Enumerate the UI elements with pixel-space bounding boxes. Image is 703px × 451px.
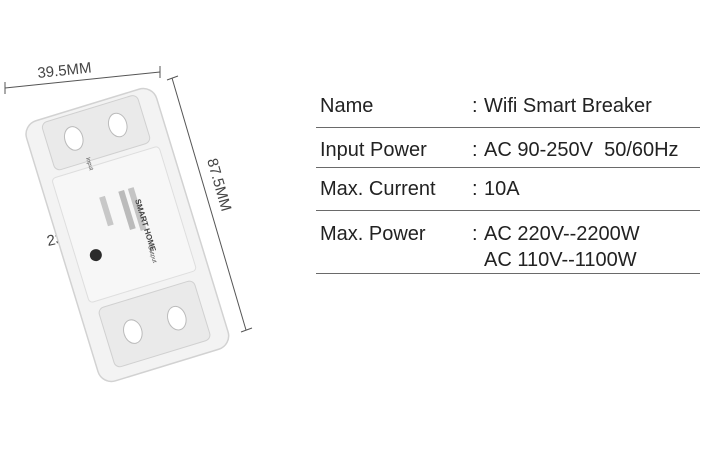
spec-separator: : [472, 139, 478, 161]
spec-value-secondary: AC 110V--1100W [484, 249, 637, 271]
spec-value: AC 220V--2200W [484, 223, 640, 245]
spec-separator: : [472, 178, 478, 200]
spec-row-name: Name : Wifi Smart Breaker [316, 84, 700, 128]
spec-label: Input Power [320, 139, 427, 161]
product-illustration: 39.5MM 87.5MM 23MM [0, 0, 300, 446]
spec-row-max-current: Max. Current : 10A [316, 168, 700, 211]
smart-breaker-device-image: 39.5MM 87.5MM 23MM [4, 59, 253, 383]
input-port-label: Input [84, 157, 94, 172]
spec-value: Wifi Smart Breaker [484, 95, 652, 117]
length-dimension-label: 87.5MM [203, 156, 234, 213]
spec-separator: : [472, 95, 478, 117]
length-dimension-line [166, 75, 253, 333]
spec-table: Name : Wifi Smart Breaker Input Power : … [316, 84, 700, 274]
width-dimension-label: 39.5MM [37, 59, 93, 82]
spec-label: Max. Current [320, 178, 436, 200]
spec-row-input-power: Input Power : AC 90-250V 50/60Hz [316, 128, 700, 168]
device-body [25, 87, 230, 383]
spec-label: Name [320, 95, 374, 117]
spec-value: AC 90-250V 50/60Hz [484, 139, 679, 161]
spec-separator: : [472, 223, 478, 245]
output-port-label: Output [146, 245, 157, 264]
width-dimension-line [4, 66, 161, 94]
reset-button-icon [89, 249, 102, 262]
spec-value: 10A [484, 178, 520, 200]
spec-row-max-power: Max. Power : AC 220V--2200W AC 110V--110… [316, 211, 700, 274]
spec-label: Max. Power [320, 223, 426, 245]
